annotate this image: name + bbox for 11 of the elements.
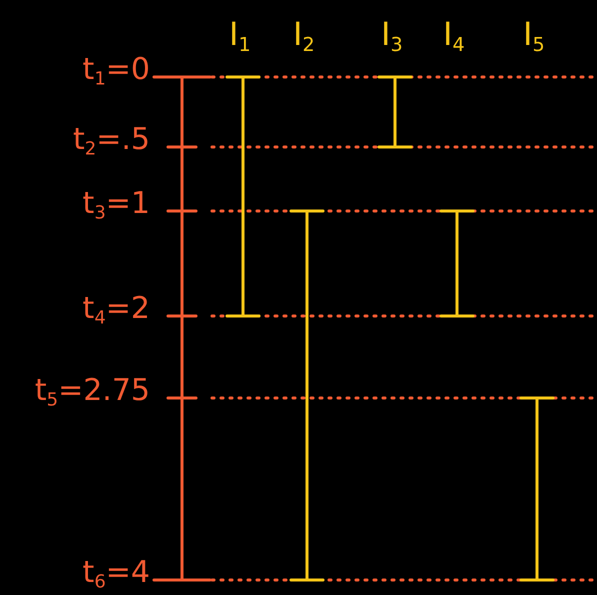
time-label: t$_{2}$=.5 [73,125,150,158]
interval-name: I$_{5}$ [523,18,545,54]
interval-name: I$_{4}$ [443,18,465,54]
interval-name: I$_{1}$ [229,18,251,54]
time-label: t$_{3}$=1 [82,189,150,222]
interval-name: I$_{2}$ [293,18,315,54]
interval-name: I$_{3}$ [381,18,403,54]
time-label: t$_{4}$=2 [82,294,150,328]
time-label: t$_{5}$=2.75 [34,376,150,410]
time-label: t$_{1}$=0 [82,55,150,88]
time-label: t$_{6}$=4 [82,558,150,592]
